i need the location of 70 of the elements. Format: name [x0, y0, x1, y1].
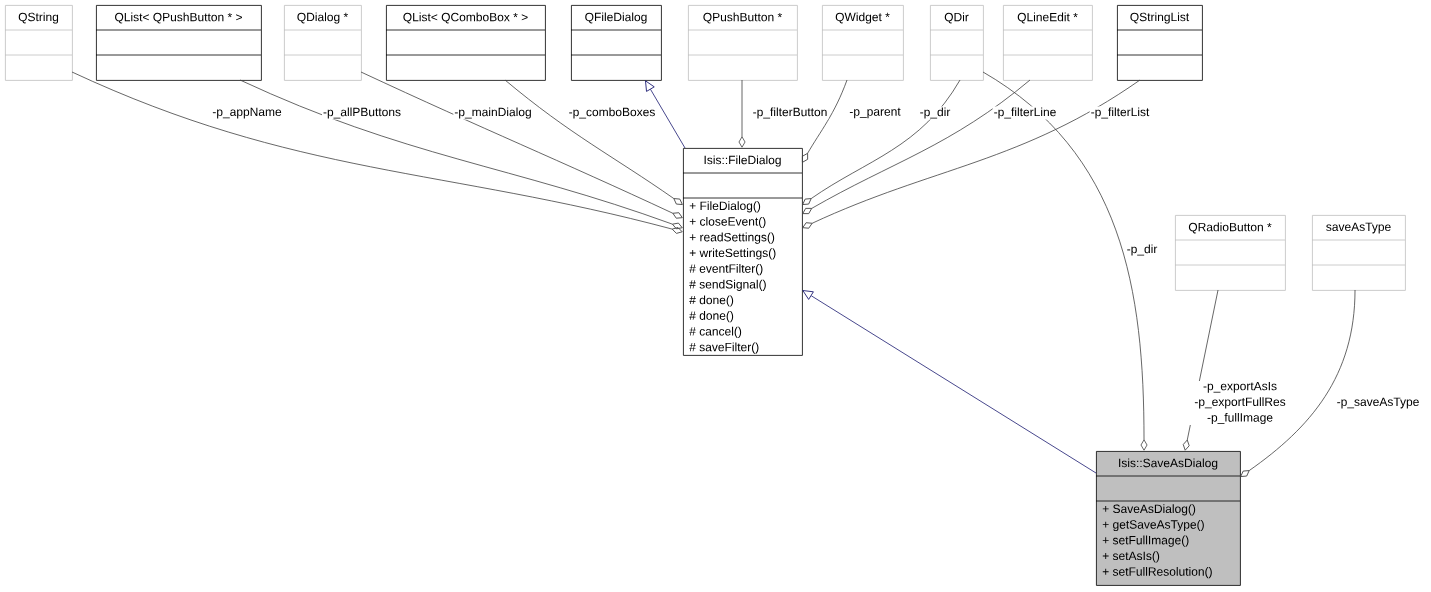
- edge-label: -p_filterButton: [751, 106, 829, 120]
- aggregation-line: [504, 79, 683, 205]
- node-label: + readSettings(): [689, 232, 775, 244]
- class-name: QList< QComboBox * >: [403, 12, 528, 24]
- member-list: + FileDialog() + closeEvent() + readSettings() + writeSettings() # eventFilter() # sendSignal() # done() # done() # cancel() # saveFilter(): [689, 201, 776, 354]
- node-label: # cancel(): [689, 326, 742, 338]
- edge-label: -p_filterList: [1089, 106, 1151, 120]
- edge-label: -p_comboBoxes: [567, 106, 657, 120]
- node-label: + setFullResolution(): [1102, 567, 1212, 579]
- inheritance-arrow: [802, 290, 1097, 474]
- edge-label: -p_filterLine: [992, 106, 1058, 120]
- aggregation-line: [239, 79, 683, 230]
- node-label: # eventFilter(): [689, 264, 763, 276]
- class-name: Isis::FileDialog: [704, 155, 781, 167]
- class-name: QRadioButton *: [1188, 222, 1272, 234]
- edge-label: -p_appName: [211, 106, 283, 120]
- class-name: QList< QPushButton * >: [115, 12, 242, 24]
- class-box: [1311, 215, 1406, 291]
- aggregation-line: [802, 79, 848, 163]
- class-name: saveAsType: [1326, 222, 1391, 234]
- inheritance-arrow: [645, 80, 686, 149]
- class-box: [1095, 451, 1241, 586]
- node-label: + setFullImage(): [1102, 535, 1189, 547]
- class-name: QDialog *: [297, 12, 348, 24]
- class-name: QLineEdit *: [1017, 12, 1078, 24]
- class-box: [570, 5, 662, 81]
- class-box: [1002, 5, 1093, 81]
- class-box: [929, 5, 984, 81]
- class-box: [283, 5, 362, 81]
- class-name: QStringList: [1130, 12, 1190, 24]
- class-box: [682, 148, 803, 356]
- class-name: QWidget *: [835, 12, 890, 24]
- aggregation-line: [982, 71, 1148, 451]
- class-box: [95, 5, 262, 81]
- edge-label: -p_exportAsIs -p_exportFullRes -p_fullImage: [1189, 380, 1291, 426]
- edge-label: -p_allPButtons: [322, 106, 403, 120]
- class-box: [1116, 5, 1203, 81]
- node-label: # done(): [689, 295, 734, 307]
- edge-label: -p_dir: [1125, 243, 1159, 257]
- edge-label: -p_mainDialog: [453, 106, 533, 120]
- aggregation-line: [738, 79, 746, 148]
- class-name: QFileDialog: [585, 12, 647, 24]
- node-label: + FileDialog(): [689, 201, 761, 213]
- class-name: QString: [18, 12, 59, 24]
- member-list: + SaveAsDialog() + getSaveAsType() + setFullImage() + setAsIs() + setFullResolution(): [1102, 504, 1212, 579]
- class-name: QDir: [944, 12, 969, 24]
- node-label: + SaveAsDialog(): [1102, 504, 1196, 516]
- node-label: + setAsIs(): [1102, 551, 1160, 563]
- class-box: [1174, 215, 1286, 291]
- node-label: # sendSignal(): [689, 279, 766, 291]
- class-name: QPushButton *: [703, 12, 782, 24]
- node-label: # done(): [689, 311, 734, 323]
- class-box: [821, 5, 904, 81]
- aggregation-line: [1240, 289, 1356, 477]
- edge-label: -p_dir: [918, 106, 952, 120]
- node-label: # saveFilter(): [689, 342, 759, 354]
- edge-label: -p_saveAsType: [1335, 396, 1421, 410]
- aggregation-line: [360, 71, 683, 219]
- node-label: + writeSettings(): [689, 248, 776, 260]
- node-label: + getSaveAsType(): [1102, 519, 1204, 532]
- node-label: + closeEvent(): [689, 216, 766, 229]
- class-box: [687, 5, 798, 81]
- class-box: [385, 5, 546, 81]
- aggregation-line: [71, 71, 683, 234]
- aggregation-line: [802, 79, 1031, 215]
- class-name: Isis::SaveAsDialog: [1119, 458, 1218, 470]
- aggregation-line: [802, 79, 961, 205]
- edge-label: -p_parent: [848, 106, 902, 120]
- aggregation-line: [802, 79, 1141, 229]
- class-box: [4, 5, 73, 81]
